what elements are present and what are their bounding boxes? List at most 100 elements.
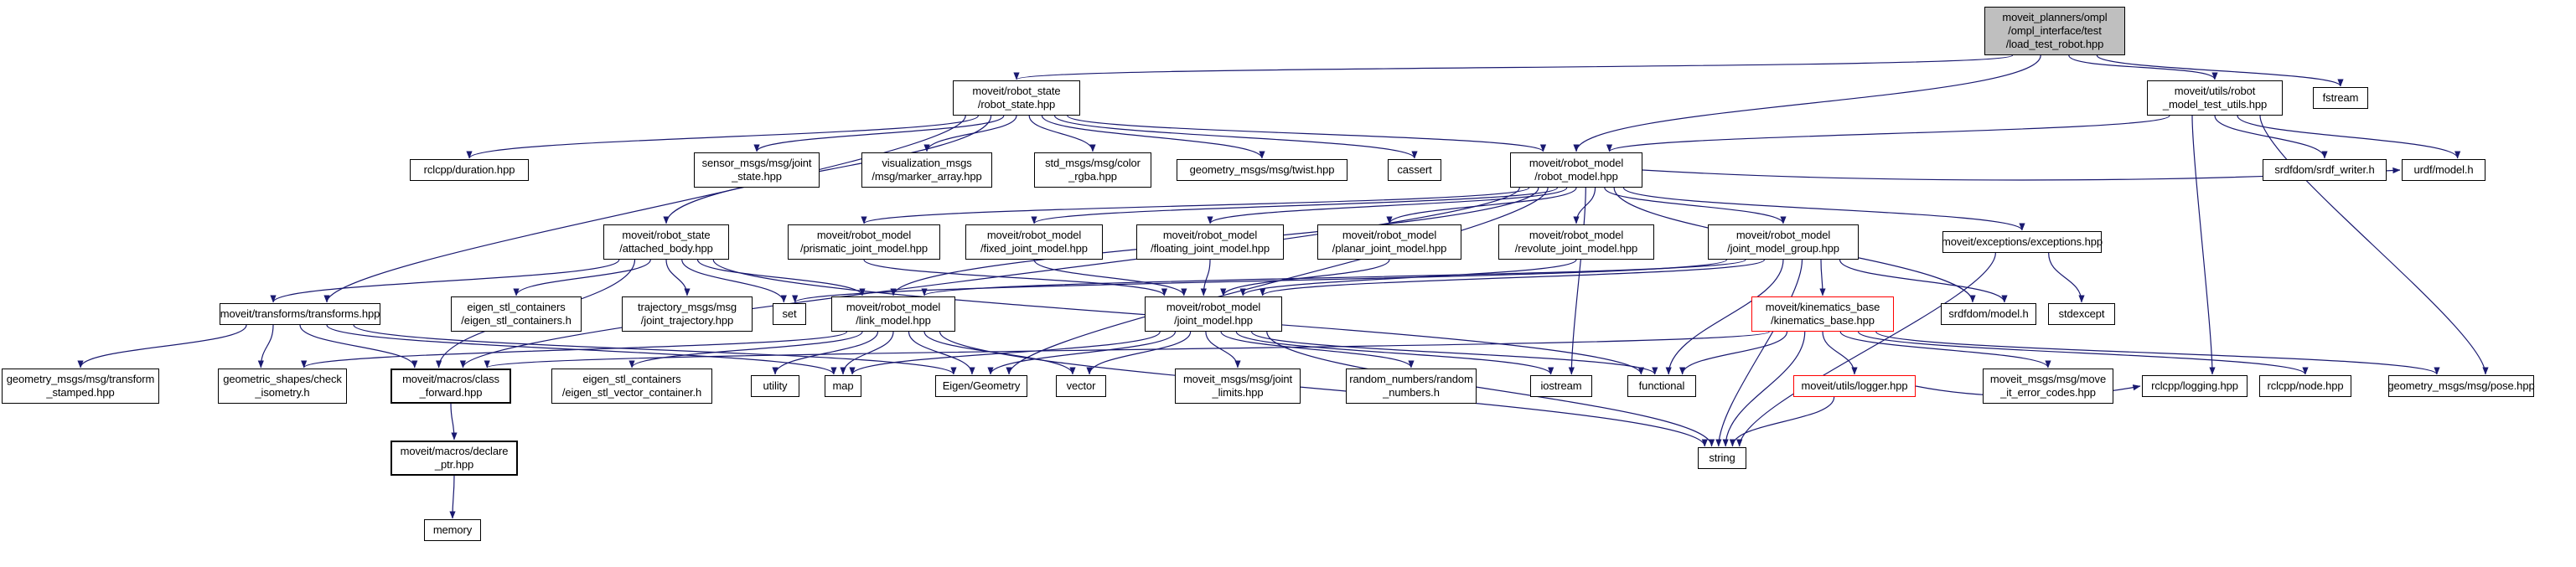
- node-label-line: moveit_msgs/msg/move: [1989, 373, 2107, 385]
- graph-node-std_color_rgba[interactable]: std_msgs/msg/color_rgba.hpp: [1034, 152, 1151, 188]
- graph-node-logger[interactable]: moveit/utils/logger.hpp: [1793, 375, 1916, 397]
- include-edge-joint_model_group-to-string: [1715, 259, 1803, 447]
- graph-node-move_it_error_codes[interactable]: moveit_msgs/msg/move_it_error_codes.hpp: [1983, 369, 2113, 404]
- include-edge-load_test_robot-to-robot_model_test_utils: [2068, 54, 2218, 80]
- include-edge-transforms-to-eigen_geometry: [353, 324, 957, 375]
- graph-node-rclcpp_node[interactable]: rclcpp/node.hpp: [2259, 375, 2351, 397]
- node-label-line: /joint_model_group.hpp: [1727, 242, 1839, 255]
- include-edge-robot_model-to-floating: [1207, 187, 1568, 224]
- include-edge-joint_model_group-to-link_model: [921, 259, 1746, 296]
- include-edge-robot_state-to-twist: [1041, 115, 1265, 159]
- include-edge-exceptions-to-string: [1736, 252, 1996, 447]
- graph-node-robot_model[interactable]: moveit/robot_model/robot_model.hpp: [1510, 152, 1642, 188]
- graph-node-fixed[interactable]: moveit/robot_model/fixed_joint_model.hpp: [965, 224, 1103, 260]
- include-edge-load_test_robot-to-robot_state: [1013, 54, 2014, 80]
- graph-node-joint_limits[interactable]: moveit_msgs/msg/joint_limits.hpp: [1175, 369, 1301, 404]
- graph-node-map[interactable]: map: [825, 375, 861, 397]
- node-label-line: fstream: [2322, 91, 2359, 104]
- include-edge-robot_model_test_utils-to-srdf_writer: [2214, 115, 2328, 159]
- include-edge-declare_ptr-to-memory: [449, 475, 456, 519]
- graph-node-twist[interactable]: geometry_msgs/msg/twist.hpp: [1177, 159, 1347, 181]
- node-label-line: utility: [763, 379, 788, 392]
- node-label-line: moveit/utils/robot: [2174, 85, 2256, 97]
- node-label-line: urdf/model.h: [2413, 163, 2474, 176]
- node-label-line: moveit/robot_model: [1529, 157, 1624, 169]
- graph-node-vector[interactable]: vector: [1056, 375, 1106, 397]
- graph-node-rclcpp_logging[interactable]: rclcpp/logging.hpp: [2142, 375, 2248, 397]
- graph-node-exceptions[interactable]: moveit/exceptions/exceptions.hpp: [1942, 231, 2103, 253]
- graph-node-functional[interactable]: functional: [1627, 375, 1696, 397]
- graph-node-attached_body[interactable]: moveit/robot_state/attached_body.hpp: [603, 224, 729, 260]
- graph-node-class_forward[interactable]: moveit/macros/class_forward.hpp: [391, 369, 511, 404]
- graph-node-eigen_stl_vector[interactable]: eigen_stl_containers/eigen_stl_vector_co…: [551, 369, 712, 404]
- include-edge-robot_model-to-fixed: [1031, 187, 1559, 224]
- graph-node-rclcpp_duration[interactable]: rclcpp/duration.hpp: [410, 159, 529, 181]
- graph-node-cassert[interactable]: cassert: [1388, 159, 1441, 181]
- node-label-line: moveit/transforms/transforms.hpp: [220, 307, 380, 320]
- graph-node-check_isometry[interactable]: geometric_shapes/check_isometry.h: [218, 369, 347, 404]
- include-edge-attached_body-to-eigen_stl_containers: [513, 259, 651, 296]
- graph-node-revolute[interactable]: moveit/robot_model/revolute_joint_model.…: [1498, 224, 1654, 260]
- node-label-line: trajectory_msgs/msg: [637, 301, 737, 313]
- graph-node-link_model[interactable]: moveit/robot_model/link_model.hpp: [831, 296, 955, 332]
- node-label-line: /msg/marker_array.hpp: [872, 170, 982, 183]
- node-label-line: map: [832, 379, 854, 392]
- node-label-line: /attached_body.hpp: [619, 242, 713, 255]
- graph-node-eigen_geometry[interactable]: Eigen/Geometry: [935, 375, 1027, 397]
- graph-node-prismatic[interactable]: moveit/robot_model/prismatic_joint_model…: [788, 224, 940, 260]
- include-edge-robot_model-to-planar: [1386, 187, 1577, 224]
- include-edge-robot_state-to-cassert: [1054, 115, 1418, 159]
- include-edge-prismatic-to-joint_model: [863, 259, 1167, 296]
- graph-node-srdf_writer[interactable]: srdfdom/srdf_writer.h: [2263, 159, 2387, 181]
- graph-node-string[interactable]: string: [1698, 447, 1746, 469]
- graph-node-memory[interactable]: memory: [424, 519, 481, 541]
- graph-node-transform_stamped[interactable]: geometry_msgs/msg/transform_stamped.hpp: [2, 369, 159, 404]
- graph-node-kinematics_base[interactable]: moveit/kinematics_base/kinematics_base.h…: [1751, 296, 1894, 332]
- node-label-line: moveit_planners/ompl: [2002, 11, 2108, 23]
- graph-node-utility[interactable]: utility: [751, 375, 799, 397]
- graph-node-transforms[interactable]: moveit/transforms/transforms.hpp: [220, 303, 380, 325]
- graph-node-planar[interactable]: moveit/robot_model/planar_joint_model.hp…: [1317, 224, 1461, 260]
- node-label-line: geometric_shapes/check: [223, 373, 342, 385]
- node-label-line: /joint_trajectory.hpp: [640, 314, 734, 327]
- graph-node-urdf_model[interactable]: urdf/model.h: [2402, 159, 2485, 181]
- node-label-line: visualization_msgs: [882, 157, 972, 169]
- graph-node-iostream[interactable]: iostream: [1530, 375, 1592, 397]
- graph-node-joint_model[interactable]: moveit/robot_model/joint_model.hpp: [1145, 296, 1282, 332]
- node-label-line: Eigen/Geometry: [942, 379, 1021, 392]
- graph-node-set[interactable]: set: [773, 303, 806, 325]
- graph-node-joint_trajectory[interactable]: trajectory_msgs/msg/joint_trajectory.hpp: [622, 296, 753, 332]
- include-edge-kinematics_base-to-rclcpp_node: [1857, 331, 2309, 375]
- graph-node-viz_marker_array[interactable]: visualization_msgs/msg/marker_array.hpp: [861, 152, 992, 188]
- graph-node-stdexcept[interactable]: stdexcept: [2048, 303, 2115, 325]
- node-label-line: /eigen_stl_vector_container.h: [561, 386, 702, 399]
- include-edge-kinematics_base-to-logger: [1822, 331, 1858, 375]
- graph-node-fstream[interactable]: fstream: [2313, 87, 2368, 109]
- include-edge-joint_model_group-to-joint_model: [1260, 259, 1766, 296]
- include-edge-robot_model-to-revolute: [1573, 187, 1596, 224]
- node-label-line: set: [782, 307, 797, 320]
- graph-node-srdfdom_model[interactable]: srdfdom/model.h: [1941, 303, 2036, 325]
- graph-node-eigen_stl_containers[interactable]: eigen_stl_containers/eigen_stl_container…: [451, 296, 582, 332]
- include-edge-joint_model-to-joint_limits: [1205, 331, 1241, 369]
- include-edge-kinematics_base-to-functional: [1679, 331, 1788, 375]
- graph-node-sensor_joint_state[interactable]: sensor_msgs/msg/joint_state.hpp: [694, 152, 820, 188]
- graph-node-pose[interactable]: geometry_msgs/msg/pose.hpp: [2387, 375, 2535, 397]
- graph-node-robot_state[interactable]: moveit/robot_state/robot_state.hpp: [953, 80, 1080, 116]
- node-label-line: moveit_msgs/msg/joint: [1182, 373, 1293, 385]
- graph-node-load_test_robot[interactable]: moveit_planners/ompl/ompl_interface/test…: [1984, 7, 2125, 55]
- graph-node-robot_model_test_utils[interactable]: moveit/utils/robot_model_test_utils.hpp: [2147, 80, 2283, 116]
- node-label-line: /robot_model.hpp: [1534, 170, 1618, 183]
- graph-node-random_numbers[interactable]: random_numbers/random_numbers.h: [1346, 369, 1477, 404]
- include-edge-link_model-to-map: [840, 331, 894, 375]
- include-edge-kinematics_base-to-move_it_error_codes: [1839, 331, 2051, 369]
- graph-node-declare_ptr[interactable]: moveit/macros/declare_ptr.hpp: [391, 441, 518, 476]
- node-label-line: srdfdom/model.h: [1948, 307, 2029, 320]
- graph-node-floating[interactable]: moveit/robot_model/floating_joint_model.…: [1136, 224, 1284, 260]
- include-edge-fixed-to-joint_model: [1033, 259, 1187, 296]
- node-label-line: /robot_state.hpp: [977, 98, 1056, 111]
- include-edge-kinematics_base-to-class_forward: [484, 331, 1770, 369]
- graph-node-joint_model_group[interactable]: moveit/robot_model/joint_model_group.hpp: [1708, 224, 1859, 260]
- node-label-line: rclcpp/duration.hpp: [423, 163, 515, 176]
- node-label-line: moveit/robot_model: [1735, 229, 1831, 241]
